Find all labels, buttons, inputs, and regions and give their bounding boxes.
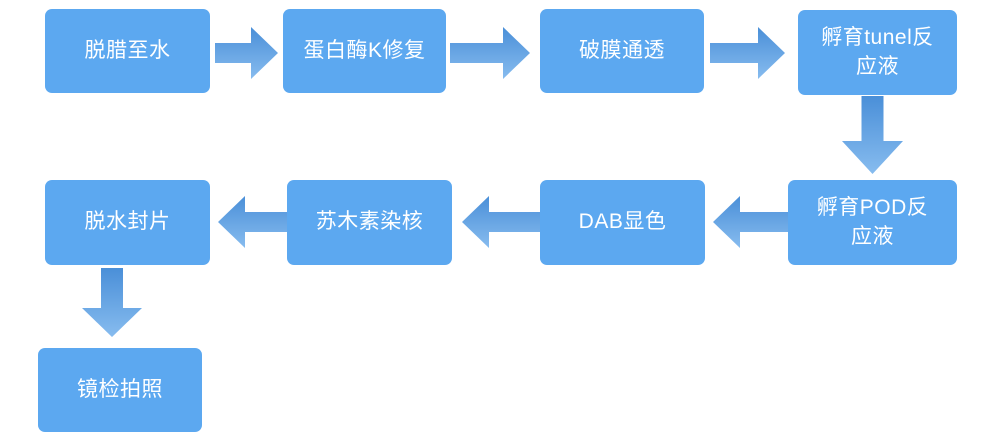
flow-arrow-left-icon [218, 196, 287, 248]
flow-arrow-right-icon [710, 27, 785, 79]
flow-node-incubate-tunel-reaction: 孵育tunel反 应液 [798, 10, 957, 95]
flow-arrow-down-icon [82, 268, 142, 337]
flow-arrow-right-icon [215, 27, 278, 79]
flow-node-proteinase-k-repair: 蛋白酶K修复 [283, 9, 446, 93]
flow-arrow-down-icon [842, 96, 903, 174]
flow-arrow-right-icon [450, 27, 530, 79]
flow-node-dewax-to-water: 脱腊至水 [45, 9, 210, 93]
flow-node-membrane-permeabilization: 破膜通透 [540, 9, 704, 93]
flow-arrow-left-icon [462, 196, 540, 248]
flow-node-hematoxylin-nuclear-stain: 苏木素染核 [287, 180, 452, 265]
flow-arrow-left-icon [713, 196, 788, 248]
flow-node-dab-color-development: DAB显色 [540, 180, 705, 265]
flow-node-microscopy-photograph: 镜检拍照 [38, 348, 202, 432]
flow-node-dehydrate-coverslip: 脱水封片 [45, 180, 210, 265]
flow-node-incubate-pod-reaction: 孵育POD反 应液 [788, 180, 957, 265]
